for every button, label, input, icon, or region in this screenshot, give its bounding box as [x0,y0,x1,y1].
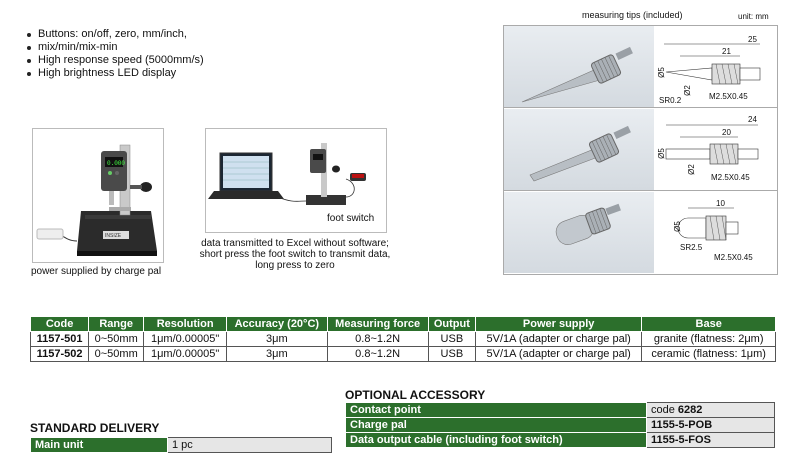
cell-output: USB [427,346,477,362]
standard-delivery-table: Main unit 1 pc [30,437,332,453]
tip2-length2: 20 [722,128,731,137]
product-photo-stand: 0.000 INSIZE [32,128,164,263]
caption-right-line: long press to zero [255,260,335,271]
table-row: Contact point code 6282 [345,402,775,418]
table-row: 1157-502 0~50mm 1μm/0.00005" 3μm 0.8~1.2… [29,346,776,362]
tip2-length: 24 [748,115,757,124]
cell-code: 1157-501 [29,331,90,347]
cell-resolution: 1μm/0.00005" [143,331,228,347]
caption-right-line: short press the foot switch to transmit … [199,249,391,260]
tip3-thread: M2.5X0.45 [714,253,753,262]
accessory-code-value: 6282 [677,404,703,416]
cell-force: 0.8~1.2N [326,331,429,347]
tip1-dia2: Ø2 [682,85,692,96]
accessory-name: Data output cable (including foot switch… [345,432,647,448]
accessory-code: code 6282 [646,402,775,418]
standard-delivery-title: STANDARD DELIVERY [30,421,160,435]
tip3-length: 10 [716,199,725,208]
spec-header-row: Code Range Resolution Accuracy (20°C) Me… [29,316,776,332]
accessory-name: Contact point [345,402,647,418]
measuring-tips-panel: 25 21 Ø5 Ø2 SR0.2 M2.5X0.45 [503,25,778,275]
caption-right-line: data transmitted to Excel without softwa… [201,238,389,249]
tips-unit: unit: mm [738,12,769,21]
ball-tip-icon [555,203,621,245]
accessory-code-value: 1155-5-FOS [651,434,711,446]
cell-base: ceramic (flatness: 1μm) [641,346,776,362]
table-row: 1157-501 0~50mm 1μm/0.00005" 3μm 0.8~1.2… [29,331,776,347]
foot-switch-label: foot switch [327,213,375,224]
tip1-length: 25 [748,35,757,44]
tip1-dia: Ø5 [656,67,666,78]
feature-item: Buttons: on/off, zero, mm/inch, [26,28,204,41]
tip2-dia2: Ø2 [686,164,696,175]
spec-table: Code Range Resolution Accuracy (20°C) Me… [29,316,776,362]
cell-range: 0~50mm [88,346,145,362]
tip1-thread: M2.5X0.45 [709,92,748,101]
cell-resolution: 1μm/0.00005" [143,346,228,362]
col-base: Base [641,316,776,332]
tip2-dia: Ø5 [656,148,666,159]
table-row: Main unit 1 pc [30,437,332,453]
tip-drawing-2 [665,124,759,165]
cell-power: 5V/1A (adapter or charge pal) [475,331,643,347]
table-row: Charge pal 1155-5-POB [345,417,775,433]
needle-tip-icon [529,125,631,182]
laptop-setup-illustration [208,143,366,205]
tip-photo-3 [504,192,654,273]
optional-accessory-title: OPTIONAL ACCESSORY [345,388,486,402]
feature-item: High response speed (5000mm/s) [26,54,204,67]
tip-row-2: 24 20 Ø5 Ø2 M2.5X0.45 [504,109,777,191]
col-power: Power supply [475,316,643,332]
cell-accuracy: 3μm [226,331,328,347]
cell-code: 1157-502 [29,346,90,362]
tip-photo-2 [504,109,654,190]
col-force: Measuring force [326,316,429,332]
cell-base: granite (flatness: 2μm) [641,331,776,347]
col-accuracy: Accuracy (20°C) [226,316,328,332]
col-range: Range [88,316,145,332]
conical-tip-icon [521,46,633,103]
accessory-code: 1155-5-POB [646,417,775,433]
cell-accuracy: 3μm [226,346,328,362]
caption-left: power supplied by charge pal [30,266,162,277]
col-code: Code [29,316,90,332]
delivery-item: Main unit [30,437,168,453]
tip3-sr: SR2.5 [680,243,703,252]
tip2-thread: M2.5X0.45 [711,173,750,182]
accessory-code: 1155-5-FOS [646,432,775,448]
accessory-name: Charge pal [345,417,647,433]
tip1-sr: SR0.2 [659,96,682,105]
delivery-qty: 1 pc [167,437,332,453]
optional-accessory-table: Contact point code 6282 Charge pal 1155-… [345,402,775,448]
svg-text:0.000: 0.000 [107,160,125,167]
feature-item: mix/min/mix-min [26,41,204,54]
tip-row-1: 25 21 Ø5 Ø2 SR0.2 M2.5X0.45 [504,26,777,108]
tip-row-3: 10 Ø5 SR2.5 M2.5X0.45 [504,192,777,273]
table-row: Data output cable (including foot switch… [345,432,775,448]
tip-photo-1 [504,26,654,107]
svg-text:INSIZE: INSIZE [105,233,122,239]
col-resolution: Resolution [143,316,228,332]
tips-title: measuring tips (included) [582,10,683,20]
height-gauge-illustration: 0.000 INSIZE [36,144,157,256]
tip1-length2: 21 [722,47,731,56]
feature-item: High brightness LED display [26,67,204,80]
col-output: Output [427,316,477,332]
tip-drawing-1 [664,43,761,85]
cell-range: 0~50mm [88,331,145,347]
cell-power: 5V/1A (adapter or charge pal) [475,346,643,362]
tip3-dia: Ø5 [672,221,682,232]
tip-drawing-3 [677,207,739,241]
cell-force: 0.8~1.2N [326,346,429,362]
feature-list: Buttons: on/off, zero, mm/inch, mix/min/… [26,28,204,80]
accessory-code-value: 1155-5-POB [651,419,713,431]
cell-output: USB [427,331,477,347]
product-photo-laptop: foot switch [205,128,387,233]
accessory-code-prefix: code [651,404,678,416]
caption-right: data transmitted to Excel without softwa… [192,238,398,271]
